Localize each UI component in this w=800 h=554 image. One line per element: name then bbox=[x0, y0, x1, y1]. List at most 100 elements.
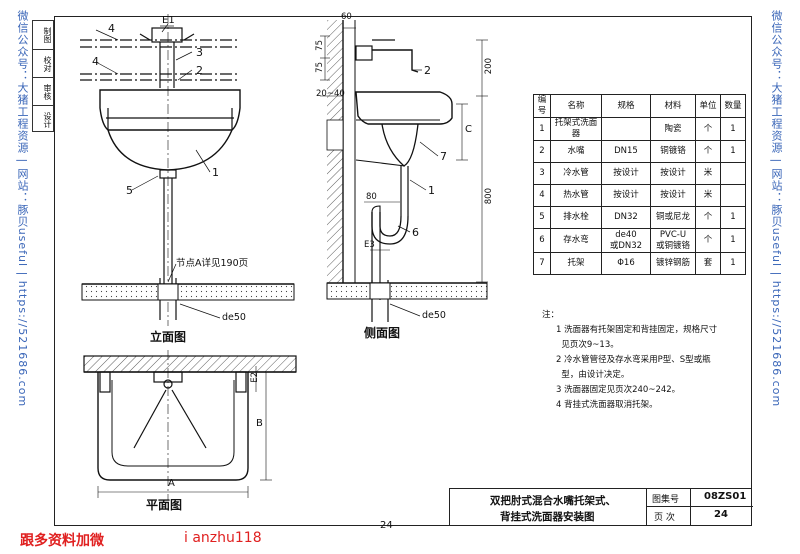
cell: 4 bbox=[533, 184, 551, 207]
cell: 3 bbox=[533, 162, 551, 185]
cell: 6 bbox=[533, 228, 551, 253]
plan-dim-a: A bbox=[168, 478, 175, 489]
signature-cell: 审核 bbox=[33, 77, 53, 106]
cell: 按设计 bbox=[601, 162, 651, 185]
side-pipe-size: de50 bbox=[422, 310, 446, 321]
cell: 托架式洗面器 bbox=[550, 117, 602, 141]
cell: 个 bbox=[695, 117, 721, 141]
side-dim-e3: E3 bbox=[364, 240, 375, 250]
cell: 米 bbox=[695, 162, 721, 185]
node-note: 节点A详见190页 bbox=[176, 258, 249, 269]
header-cell: 名称 bbox=[550, 94, 602, 118]
table-header-row: 编号 名称 规格 材料 单位 数量 bbox=[533, 94, 746, 118]
cell: 5 bbox=[533, 206, 551, 229]
cell: 铜或尼龙 bbox=[650, 206, 696, 229]
header-cell: 单位 bbox=[695, 94, 721, 118]
cell: 个 bbox=[695, 228, 721, 253]
page-number: 24 bbox=[380, 520, 393, 531]
side-leaders bbox=[389, 69, 439, 317]
signature-cell: 设计 bbox=[33, 105, 53, 134]
side-dim-75b: 75 bbox=[315, 62, 325, 73]
cell: 米 bbox=[695, 184, 721, 207]
cell bbox=[720, 184, 746, 207]
footer-left-text: 跟多资料加微 bbox=[20, 533, 104, 549]
header-cell: 材料 bbox=[650, 94, 696, 118]
side-dim-800: 800 bbox=[484, 188, 494, 205]
cell: 1 bbox=[720, 228, 746, 253]
cell: 陶瓷 bbox=[650, 117, 696, 141]
title-line-2: 背挂式洗面器安装图 bbox=[500, 511, 595, 523]
header-cell: 编号 bbox=[533, 94, 551, 118]
cell: 1 bbox=[720, 206, 746, 229]
cell: 1 bbox=[720, 252, 746, 275]
front-floor-slab bbox=[81, 283, 295, 301]
title-block: 双把肘式混合水嘴托架式、 背挂式洗面器安装图 图集号 08ZS01 页 次 24 bbox=[449, 488, 753, 526]
cell: 排水栓 bbox=[550, 206, 602, 229]
header-cell: 规格 bbox=[601, 94, 651, 118]
note-line: 见页次9~13。 bbox=[556, 340, 619, 350]
cell: 1 bbox=[720, 140, 746, 163]
drawing-frame bbox=[54, 16, 752, 526]
cell: 7 bbox=[533, 252, 551, 275]
header-cell: 数量 bbox=[720, 94, 746, 118]
note-line: 1 洗面器有托架固定和背挂固定，规格尺寸 bbox=[556, 325, 718, 335]
notes-block: 注： 1 洗面器有托架固定和背挂固定，规格尺寸 见页次9~13。 2 冷水管管径… bbox=[542, 308, 746, 413]
callout-4: 4 bbox=[108, 22, 115, 35]
side-dim-75a: 75 bbox=[315, 40, 325, 51]
cell: 个 bbox=[695, 140, 721, 163]
cell: de40 或DN32 bbox=[601, 228, 651, 253]
side-wall-hatch bbox=[327, 20, 343, 283]
page-label: 页 次 bbox=[654, 513, 675, 523]
cell: 托架 bbox=[550, 252, 602, 275]
side-dim-200: 200 bbox=[484, 58, 494, 75]
cell: 按设计 bbox=[601, 184, 651, 207]
footer-right-text: i anzhu118 bbox=[184, 530, 262, 546]
cell: 按设计 bbox=[650, 162, 696, 185]
note-line: 4 背挂式洗面器取消托架。 bbox=[556, 400, 658, 410]
note-line: 2 冷水管管径及存水弯采用P型、S型或瓶 bbox=[556, 355, 711, 365]
cell: 套 bbox=[695, 252, 721, 275]
atlas-label: 图集号 bbox=[652, 495, 680, 505]
signature-table: 制图 校对 审核 设计 bbox=[32, 20, 54, 132]
page-value: 24 bbox=[714, 509, 728, 520]
plan-dim-b: B bbox=[256, 418, 263, 429]
side-dim-20-40: 20~40 bbox=[316, 89, 345, 99]
callout-2: 2 bbox=[196, 64, 203, 77]
cell: 铜镀铬 bbox=[650, 140, 696, 163]
right-watermark: 微信公众号：大猪工程资源 | 网站：豚贝useful | https://521… bbox=[770, 10, 783, 408]
callout-e1: E1 bbox=[162, 15, 175, 26]
signature-cell: 制图 bbox=[43, 27, 52, 43]
front-elevation bbox=[80, 14, 241, 326]
side-callout-2: 2 bbox=[424, 64, 431, 77]
plan-dim-e2: E2 bbox=[250, 372, 260, 383]
side-callout-6: 6 bbox=[412, 226, 419, 239]
callout-1: 1 bbox=[212, 166, 219, 179]
notes-heading: 注： bbox=[542, 310, 560, 320]
side-dim-60: 60 bbox=[341, 12, 352, 22]
cell: PVC-U 或铜镀铬 bbox=[650, 228, 696, 253]
cell: Φ16 bbox=[601, 252, 651, 275]
cell bbox=[601, 117, 651, 141]
atlas-value: 08ZS01 bbox=[704, 491, 747, 502]
cell: 存水弯 bbox=[550, 228, 602, 253]
cell bbox=[720, 162, 746, 185]
front-view-title: 立面图 bbox=[150, 330, 187, 344]
callout-4b: 4 bbox=[92, 55, 99, 68]
side-callout-7: 7 bbox=[440, 150, 447, 163]
callout-3: 3 bbox=[196, 46, 203, 59]
cell: 1 bbox=[533, 117, 551, 141]
signature-cell: 校对 bbox=[33, 49, 53, 78]
title-line-1: 双把肘式混合水嘴托架式、 bbox=[490, 495, 616, 507]
side-callout-1: 1 bbox=[428, 184, 435, 197]
front-leaders bbox=[95, 23, 221, 319]
plan-view bbox=[83, 350, 297, 500]
cell: 热水管 bbox=[550, 184, 602, 207]
cell: DN15 bbox=[601, 140, 651, 163]
